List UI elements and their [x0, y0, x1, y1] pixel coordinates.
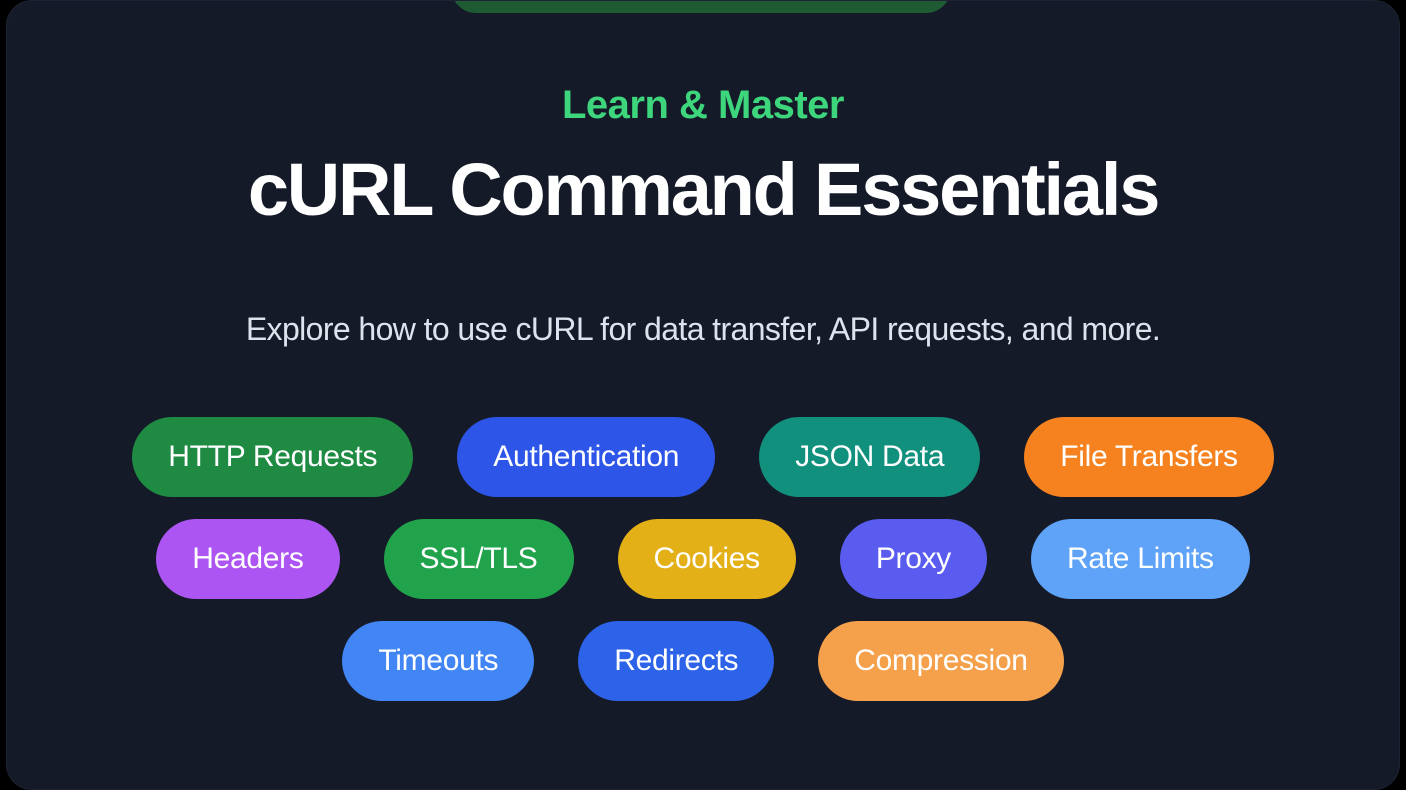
top-clipped-pill-decoration	[451, 1, 951, 13]
topic-tag[interactable]: SSL/TLS	[383, 518, 574, 599]
topic-tag[interactable]: Cookies	[617, 518, 796, 599]
topic-tag[interactable]: Timeouts	[342, 620, 535, 701]
topic-tag[interactable]: Authentication	[457, 416, 716, 497]
topic-tag-groups: HTTP Requests Authentication JSON Data File…	[132, 416, 1274, 701]
topic-tag[interactable]: File Transfers	[1024, 416, 1274, 497]
topic-tag[interactable]: Proxy	[839, 518, 987, 599]
topic-tag[interactable]: Compression	[818, 620, 1064, 701]
topic-tag[interactable]: Rate Limits	[1031, 518, 1250, 599]
slide-content: Learn & Master cURL Command Essentials E…	[7, 1, 1399, 789]
slide-card: Learn & Master cURL Command Essentials E…	[6, 0, 1400, 790]
topic-tag[interactable]: HTTP Requests	[132, 416, 414, 497]
eyebrow-text: Learn & Master	[562, 83, 844, 127]
topic-tag[interactable]: JSON Data	[759, 416, 981, 497]
topic-tag-row-2: Headers SSL/TLS Cookies Proxy Rate Limits	[156, 518, 1250, 599]
topic-tag-row-3: Timeouts Redirects Compression	[342, 620, 1064, 701]
page-title: cURL Command Essentials	[247, 148, 1161, 231]
topic-tag-row-1: HTTP Requests Authentication JSON Data File…	[132, 416, 1274, 497]
subtitle-text: Explore how to use cURL for data transfe…	[245, 310, 1161, 347]
topic-tag[interactable]: Redirects	[578, 620, 775, 701]
topic-tag[interactable]: Headers	[156, 518, 340, 599]
